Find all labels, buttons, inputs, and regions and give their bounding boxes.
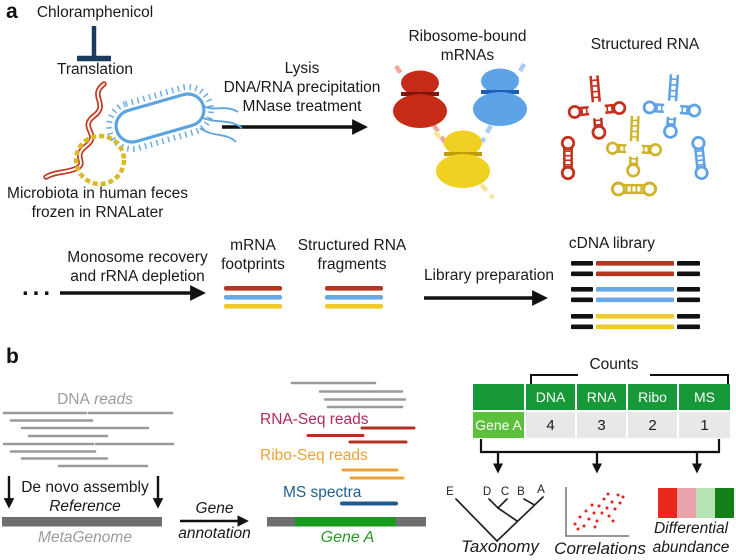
ribo-seq-reads-label: Ribo-Seq reads — [260, 447, 368, 464]
structured-fragment-lines — [325, 286, 383, 309]
denovo-line1: De novo assembly — [21, 479, 149, 496]
ribosome-bound-line1: Ribosome-bound — [408, 28, 527, 45]
assembly-down-arrows — [3, 476, 164, 509]
counts-table: DNA RNA Ribo MS Gene A 4 3 2 1 — [473, 384, 730, 438]
mrna-footprint-lines — [224, 286, 282, 309]
table-header-ribo: Ribo — [628, 384, 677, 410]
taxonomy-tip-e: E — [446, 486, 454, 498]
lysis-line1: Lysis — [284, 60, 320, 77]
cdna-construct-yellow — [571, 314, 700, 330]
taxonomy-tip-c: C — [501, 486, 509, 498]
table-header-rna: RNA — [577, 384, 626, 410]
dna-reads-normal: DNA — [57, 391, 90, 408]
differential-abundance-label: Differential abundance — [645, 520, 736, 558]
taxonomy-tip-a: A — [537, 484, 545, 496]
ribosome-bound-title: Ribosome-bound mRNAs — [385, 28, 550, 66]
differential-abundance-icon — [658, 488, 734, 518]
table-header-ms: MS — [679, 384, 730, 410]
mrna-footprints-line2: footprints — [221, 255, 285, 273]
monosome-step-caption: Monosome recovery and rRNA depletion — [50, 249, 225, 287]
rod-bacterium-icon — [106, 84, 214, 152]
taxonomy-tip-d: D — [483, 486, 491, 498]
mrna-footprints-line1: mRNA — [230, 237, 276, 254]
diff-line1: Differential — [653, 520, 729, 537]
lysis-line3: MNase treatment — [242, 97, 362, 115]
red-ribosome-icon — [393, 64, 448, 146]
table-corner-cell — [473, 384, 524, 410]
inhibition-icon — [77, 26, 111, 62]
gene-annotation-line2: annotation — [178, 525, 251, 542]
correlations-label: Correlations — [554, 539, 646, 558]
red-trna-icon — [564, 71, 629, 143]
gene-annotation-line1: Gene — [195, 500, 234, 517]
microbiota-caption: Microbiota in human feces frozen in RNAL… — [0, 185, 195, 223]
structured-rna-illustration — [560, 71, 710, 197]
taxonomy-label: Taxonomy — [461, 537, 539, 556]
ms-spectra-label: MS spectra — [283, 484, 362, 501]
denovo-line2: Reference — [49, 497, 121, 515]
gene-a-read-tracks — [290, 381, 416, 506]
structured-fragments-title: Structured RNA fragments — [297, 237, 407, 275]
library-preparation-label: Library preparation — [423, 267, 555, 284]
outputs-bracket — [479, 439, 721, 474]
blue-trna-icon — [640, 71, 704, 141]
spirochete-bacterium-icon — [43, 81, 107, 180]
metagenome-label: MetaGenome — [38, 529, 132, 546]
metagenome-bar — [2, 517, 162, 527]
cdna-library-constructs — [571, 261, 700, 330]
fragments-line1: Structured RNA — [297, 237, 407, 254]
microbiota-illustration — [43, 81, 243, 187]
table-value-ms: 1 — [679, 412, 730, 438]
correlations-icon — [565, 487, 629, 537]
cdna-construct-red — [571, 261, 700, 277]
panel-a-label: a — [6, 0, 18, 23]
blue-hairpin-icon — [690, 135, 710, 181]
rna-seq-reads-label: RNA-Seq reads — [260, 411, 369, 428]
counts-bracket — [530, 374, 729, 384]
dna-reads-lines — [2, 411, 175, 468]
table-row-label-gene-a: Gene A — [473, 412, 524, 438]
counts-title: Counts — [589, 356, 639, 373]
rna-seq-read-lines — [306, 426, 416, 444]
ribosomes-illustration — [393, 62, 527, 200]
yellow-trna-icon — [605, 113, 664, 179]
flagella-icon — [199, 105, 243, 143]
ribosome-bound-line2: mRNAs — [440, 46, 495, 64]
taxonomy-tip-b: B — [517, 486, 525, 498]
blue-ribosome-icon — [473, 62, 527, 144]
taxonomy-tree-icon — [455, 496, 544, 542]
cdna-library-title: cDNA library — [568, 235, 656, 252]
lysis-line2: DNA/RNA precipitation — [223, 78, 381, 96]
dna-reads-italic: reads — [94, 391, 133, 408]
table-header-dna: DNA — [526, 384, 575, 410]
table-value-ribo: 2 — [628, 412, 677, 438]
mrna-footprints-title: mRNA footprints — [213, 237, 293, 275]
coccus-bacterium-icon — [73, 133, 127, 187]
table-value-dna: 4 — [526, 412, 575, 438]
chloramphenicol-label: Chloramphenicol — [36, 4, 154, 21]
monosome-line1: Monosome recovery — [67, 249, 208, 266]
monosome-line2: and rRNA depletion — [70, 267, 205, 285]
microbiota-caption-line1: Microbiota in human feces — [7, 185, 188, 202]
cdna-construct-blue — [571, 287, 700, 303]
yellow-ribosome-icon — [433, 130, 495, 200]
yellow-hairpin-icon — [610, 181, 658, 197]
ellipsis-continuation: ... — [22, 274, 55, 301]
denovo-assembly-caption: De novo assembly Reference — [10, 479, 160, 517]
panel-b-label: b — [6, 345, 19, 368]
ribo-seq-read-lines — [341, 468, 405, 480]
gene-a-label: Gene A — [320, 529, 375, 546]
microbiota-caption-line2: frozen in RNALater — [31, 203, 164, 221]
structured-rna-title: Structured RNA — [590, 36, 700, 53]
dna-read-lines-over-gene — [290, 381, 407, 409]
lysis-step-caption: Lysis DNA/RNA precipitation MNase treatm… — [207, 60, 397, 117]
dna-reads-title: DNA reads — [20, 391, 170, 410]
red-hairpin-icon — [560, 135, 576, 181]
gene-a-bar — [267, 517, 426, 527]
fragments-line2: fragments — [317, 255, 387, 273]
translation-label: Translation — [56, 61, 134, 78]
table-value-rna: 3 — [577, 412, 626, 438]
diff-line2: abundance — [652, 538, 730, 556]
